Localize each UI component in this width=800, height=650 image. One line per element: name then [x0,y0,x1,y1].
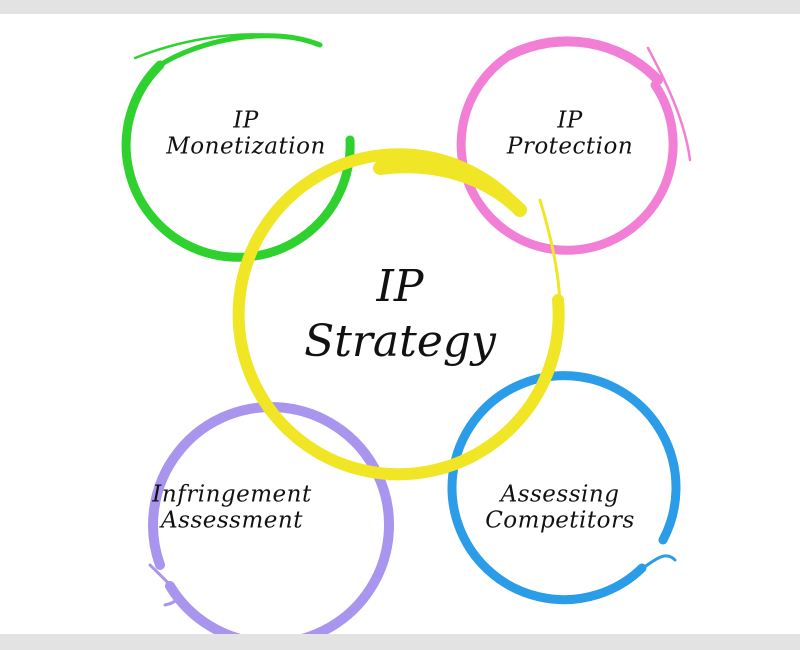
label-line: Assessing [500,481,620,508]
node-label-monetization: IP Monetization [166,108,326,161]
label-line: IP [376,261,424,312]
blue-circle [447,371,681,605]
node-label-protection: IP Protection [507,108,633,161]
yellow-circle [232,148,565,481]
label-line: Monetization [166,134,326,160]
label-line: Assessment [161,508,303,534]
label-line: IP [233,107,259,134]
label-line: IP [557,107,583,134]
center-label-strategy: IP Strategy [304,259,496,369]
green-circle [121,33,355,262]
label-line: Protection [506,134,634,160]
diagram-canvas: IP Monetization IP Protection IP Strateg… [0,14,800,634]
label-line: Competitors [485,508,635,534]
circles-graphic [121,33,692,634]
label-line: Strategy [304,316,496,367]
node-label-competitors: Assessing Competitors [485,482,635,535]
pink-circle [456,36,692,255]
label-line: Infringement [152,481,312,508]
node-label-infringement: Infringement Assessment [152,482,311,535]
